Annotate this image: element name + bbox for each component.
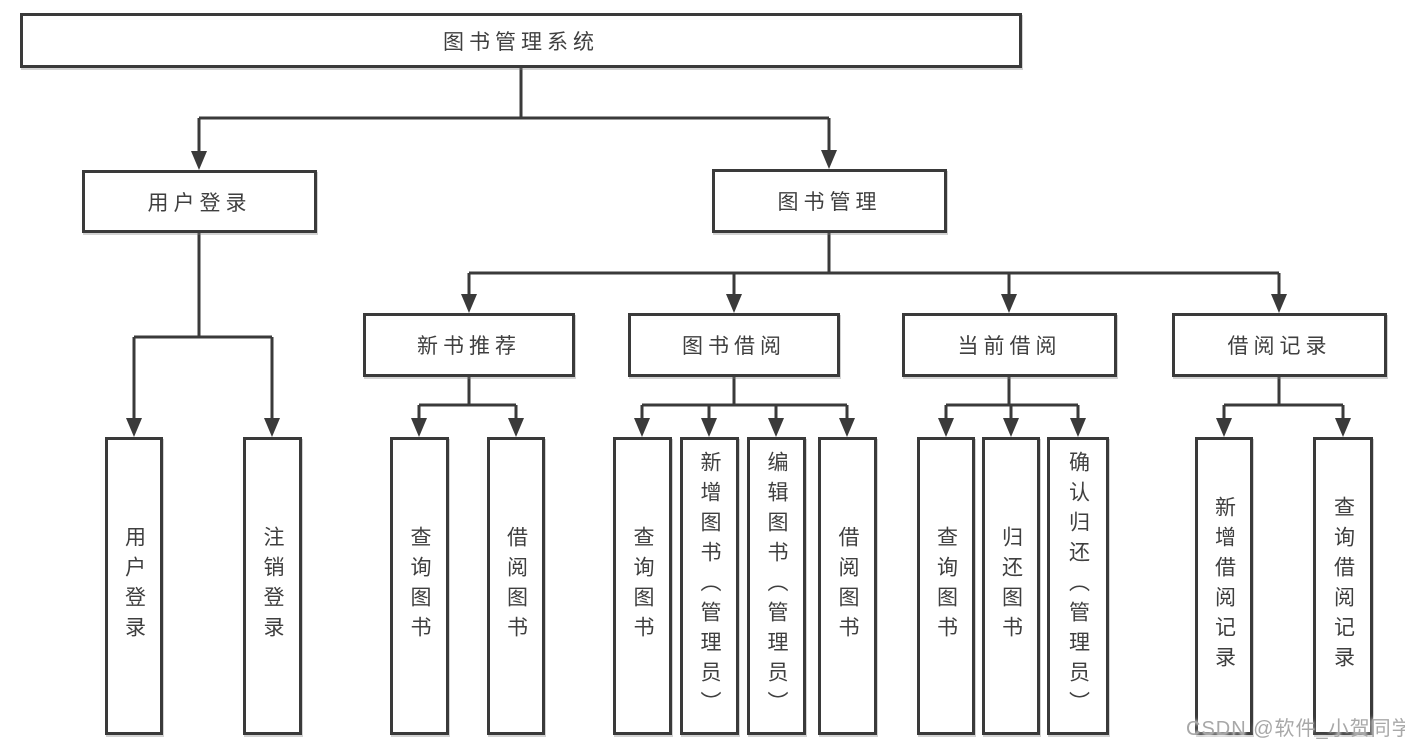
leaf-query-books-borrowing-label: 查询图书 xyxy=(631,526,654,646)
node-book-borrowing-label: 图书借阅 xyxy=(682,335,786,358)
node-book-borrowing: 图书借阅 xyxy=(628,313,840,377)
arrowheads xyxy=(126,150,1351,437)
leaf-logout-label: 注销登录 xyxy=(261,526,284,646)
leaf-user-login-label: 用户登录 xyxy=(122,526,146,646)
node-user-login: 用户登录 xyxy=(82,170,317,233)
leaf-borrow-books-recommend: 借阅图书 xyxy=(487,437,545,735)
leaf-query-books-current-label: 查询图书 xyxy=(934,526,958,646)
node-book-management-label: 图书管理 xyxy=(777,191,882,214)
leaf-add-books-admin: 新增图书（管理员） xyxy=(680,437,739,735)
leaf-add-borrow-record: 新增借阅记录 xyxy=(1195,437,1253,735)
leaf-logout: 注销登录 xyxy=(243,437,302,735)
csdn-watermark: CSDN @软件_小贺同学 xyxy=(1186,718,1405,740)
leaf-query-borrow-record-label: 查询借阅记录 xyxy=(1331,496,1355,676)
leaf-query-books-recommend-label: 查询图书 xyxy=(408,526,431,646)
node-new-book-recommend-label: 新书推荐 xyxy=(417,335,521,358)
leaf-query-books-borrowing: 查询图书 xyxy=(613,437,672,735)
node-user-login-label: 用户登录 xyxy=(147,191,252,215)
leaf-query-books-current: 查询图书 xyxy=(917,437,975,735)
leaf-return-books: 归还图书 xyxy=(982,437,1040,735)
leaf-confirm-return-admin-label: 确认归还（管理员） xyxy=(1066,451,1090,721)
node-new-book-recommend: 新书推荐 xyxy=(363,313,575,377)
leaf-return-books-label: 归还图书 xyxy=(999,526,1023,646)
node-root-label: 图书管理系统 xyxy=(443,30,599,54)
node-borrowing-records-label: 借阅记录 xyxy=(1227,335,1332,358)
leaf-borrow-books-label: 借阅图书 xyxy=(836,526,859,646)
leaf-edit-books-admin-label: 编辑图书（管理员） xyxy=(765,451,788,721)
leaf-edit-books-admin: 编辑图书（管理员） xyxy=(747,437,806,735)
node-borrowing-records: 借阅记录 xyxy=(1172,313,1387,377)
leaf-confirm-return-admin: 确认归还（管理员） xyxy=(1047,437,1109,735)
node-current-borrowing: 当前借阅 xyxy=(902,313,1117,377)
node-root-system: 图书管理系统 xyxy=(20,13,1022,68)
node-current-borrowing-label: 当前借阅 xyxy=(957,335,1062,358)
node-book-management: 图书管理 xyxy=(712,169,947,233)
leaf-query-borrow-record: 查询借阅记录 xyxy=(1313,437,1373,735)
leaf-borrow-books-recommend-label: 借阅图书 xyxy=(504,526,528,646)
leaf-add-borrow-record-label: 新增借阅记录 xyxy=(1212,496,1236,676)
leaf-borrow-books: 借阅图书 xyxy=(818,437,877,735)
leaf-query-books-recommend: 查询图书 xyxy=(390,437,449,735)
leaf-user-login: 用户登录 xyxy=(105,437,163,735)
leaf-add-books-admin-label: 新增图书（管理员） xyxy=(698,451,721,721)
